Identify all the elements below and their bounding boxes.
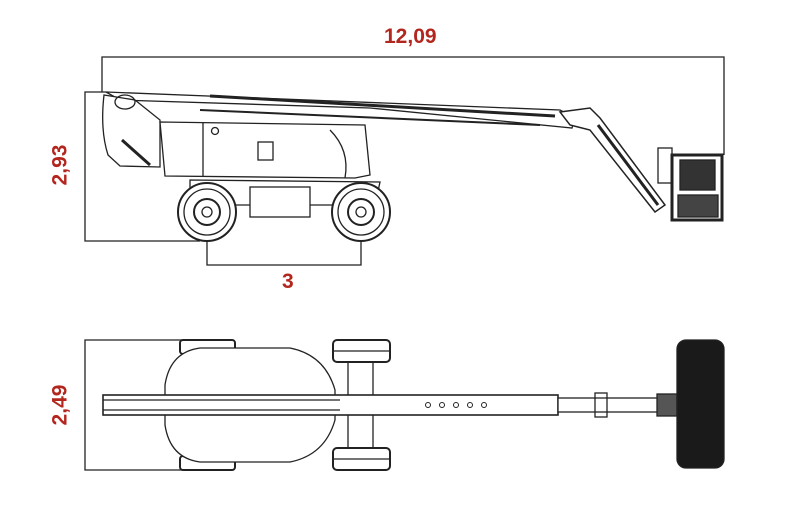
width-dimension-line [84,339,200,471]
total-length-label: 12,09 [384,25,437,48]
side-view [102,91,724,242]
length-dimension-line [101,56,725,155]
wheelbase-dimension-line [206,241,362,266]
width-label: 2,49 [48,384,72,426]
height-dimension-line [84,91,200,242]
wheelbase-label: 3 [282,270,294,293]
stowed-height-label: 2,93 [48,144,72,186]
top-view [102,339,725,471]
